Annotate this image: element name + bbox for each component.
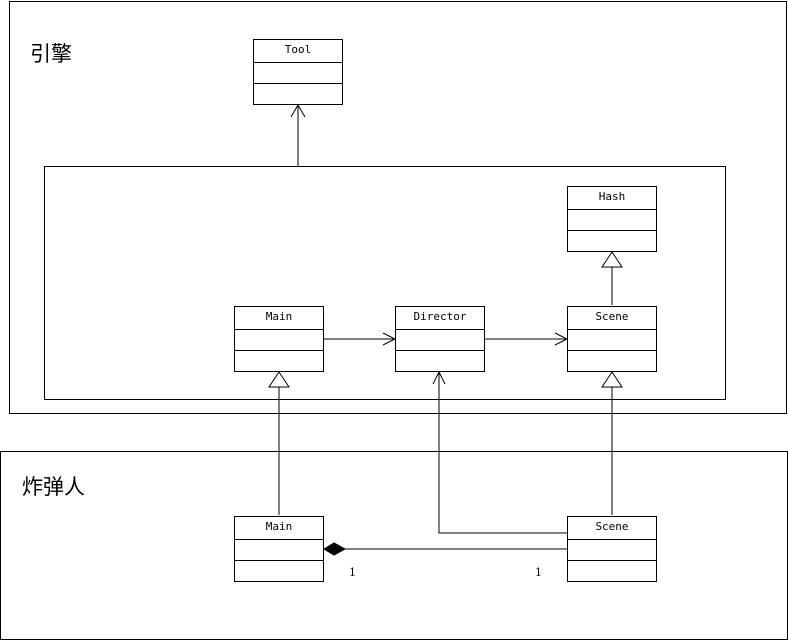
- class-director: Director: [395, 306, 485, 372]
- class-director-attributes: [396, 330, 484, 351]
- class-hash-operations: [568, 231, 656, 251]
- class-hash-attributes: [568, 210, 656, 231]
- class-engine-main-name: Main: [235, 307, 323, 330]
- class-tool-name: Tool: [254, 40, 342, 63]
- class-hash-name: Hash: [568, 187, 656, 210]
- engine-package-label: 引擎: [30, 42, 72, 66]
- class-game-main-attributes: [235, 540, 323, 561]
- association-line-scene-director: [438, 372, 567, 534]
- class-engine-main-attributes: [235, 330, 323, 351]
- class-hash: Hash: [567, 186, 657, 252]
- class-game-scene-attributes: [568, 540, 656, 561]
- multiplicity-scene: 1: [535, 566, 542, 579]
- engine-package-frame: [9, 1, 787, 414]
- class-director-operations: [396, 351, 484, 371]
- triangle-arrow-scene: [601, 371, 623, 388]
- arrowhead-tool: [290, 104, 306, 118]
- class-engine-scene-operations: [568, 351, 656, 371]
- class-game-main: Main: [234, 516, 324, 582]
- class-game-scene: Scene: [567, 516, 657, 582]
- class-game-main-operations: [235, 561, 323, 581]
- class-director-name: Director: [396, 307, 484, 330]
- triangle-arrow-hash: [601, 251, 623, 268]
- class-game-main-name: Main: [235, 517, 323, 540]
- class-engine-main: Main: [234, 306, 324, 372]
- multiplicity-main: 1: [349, 566, 356, 579]
- arrowhead-director-up: [432, 370, 446, 385]
- class-engine-scene-name: Scene: [568, 307, 656, 330]
- triangle-arrow-main: [268, 371, 290, 388]
- class-engine-scene: Scene: [567, 306, 657, 372]
- class-tool: Tool: [253, 39, 343, 105]
- class-game-scene-name: Scene: [568, 517, 656, 540]
- engine-core-subframe: [44, 166, 726, 400]
- class-game-scene-operations: [568, 561, 656, 581]
- class-engine-scene-attributes: [568, 330, 656, 351]
- bomberman-package-label: 炸弹人: [22, 475, 85, 499]
- class-engine-main-operations: [235, 351, 323, 371]
- class-tool-attributes: [254, 63, 342, 84]
- composition-diamond: [323, 542, 347, 556]
- class-tool-operations: [254, 84, 342, 104]
